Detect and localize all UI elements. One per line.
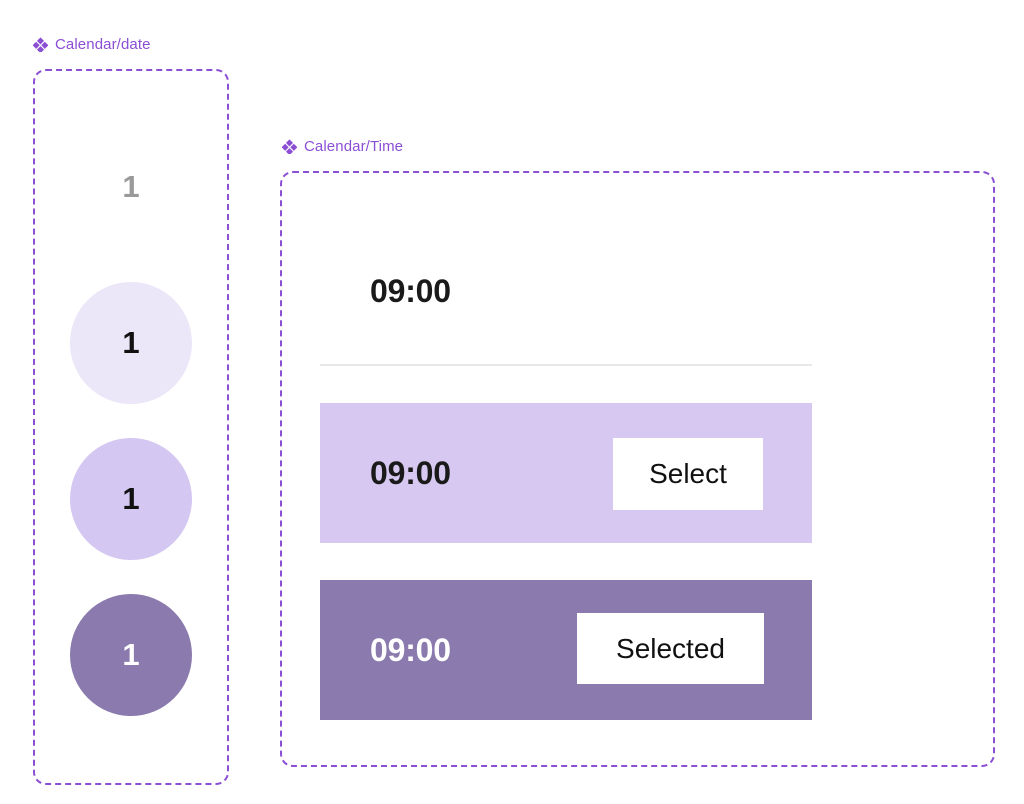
date-cell-value: 1 <box>122 325 140 360</box>
calendar-date-cell-list: 1 1 1 1 <box>33 69 229 785</box>
calendar-time-frame <box>280 171 995 767</box>
date-cell-default[interactable]: 1 <box>70 126 192 248</box>
time-slot-value: 09:00 <box>370 631 451 668</box>
time-slot-selected[interactable]: 09:00 Selected <box>320 580 812 720</box>
date-cell-value: 1 <box>122 637 140 672</box>
frame-label-text: Calendar/date <box>55 36 151 53</box>
date-cell-available[interactable]: 1 <box>70 438 192 560</box>
frame-label-text: Calendar/Time <box>304 138 404 155</box>
selected-button[interactable]: Selected <box>577 613 764 684</box>
date-cell-value: 1 <box>122 169 140 204</box>
calendar-date-frame <box>33 69 229 785</box>
figma-component-icon <box>33 37 48 52</box>
calendar-time-slot-list: 09:00 09:00 Select 09:00 Selected <box>280 171 995 767</box>
select-button[interactable]: Select <box>613 438 763 510</box>
time-slot-value: 09:00 <box>370 272 451 309</box>
time-slot-available[interactable]: 09:00 Select <box>320 403 812 543</box>
time-slot-value: 09:00 <box>370 454 451 491</box>
date-cell-selected[interactable]: 1 <box>70 594 192 716</box>
date-cell-hover[interactable]: 1 <box>70 282 192 404</box>
figma-component-icon <box>282 139 297 154</box>
frame-label-calendar-time: Calendar/Time <box>282 138 403 155</box>
date-cell-value: 1 <box>122 481 140 516</box>
time-slot-default[interactable]: 09:00 <box>320 218 812 366</box>
frame-label-calendar-date: Calendar/date <box>33 36 151 53</box>
